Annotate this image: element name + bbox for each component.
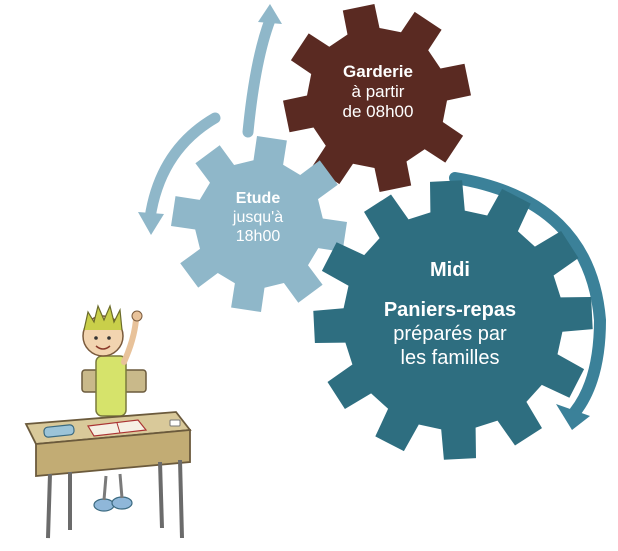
- gear-midi-icon: [313, 180, 593, 460]
- etude-title: Etude: [235, 190, 281, 207]
- garderie-title: Garderie: [343, 62, 413, 81]
- gear-garderie-icon: [283, 4, 471, 192]
- gear-etude-label: Etude jusqu'à 18h00: [208, 190, 308, 247]
- midi-subtitle: Paniers-repas: [383, 299, 517, 321]
- etude-line1: jusqu'à: [232, 208, 284, 226]
- student-at-desk-illustration: [24, 304, 192, 539]
- arrow-left-icon: [138, 112, 221, 235]
- midi-line1: préparés par: [393, 323, 507, 345]
- arrow-right-icon: [449, 172, 607, 430]
- gear-etude-icon: [171, 136, 347, 312]
- gear-garderie-label: Garderie à partir de 08h00: [318, 62, 438, 122]
- gear-midi-label: Midi Paniers-repas préparés par les fami…: [350, 258, 550, 370]
- etude-line2: 18h00: [235, 227, 281, 245]
- midi-title: Midi: [430, 259, 470, 281]
- arrow-top-icon: [242, 4, 282, 138]
- midi-line2: les familles: [400, 347, 500, 369]
- garderie-line1: à partir: [351, 82, 405, 102]
- garderie-line2: de 08h00: [342, 102, 414, 122]
